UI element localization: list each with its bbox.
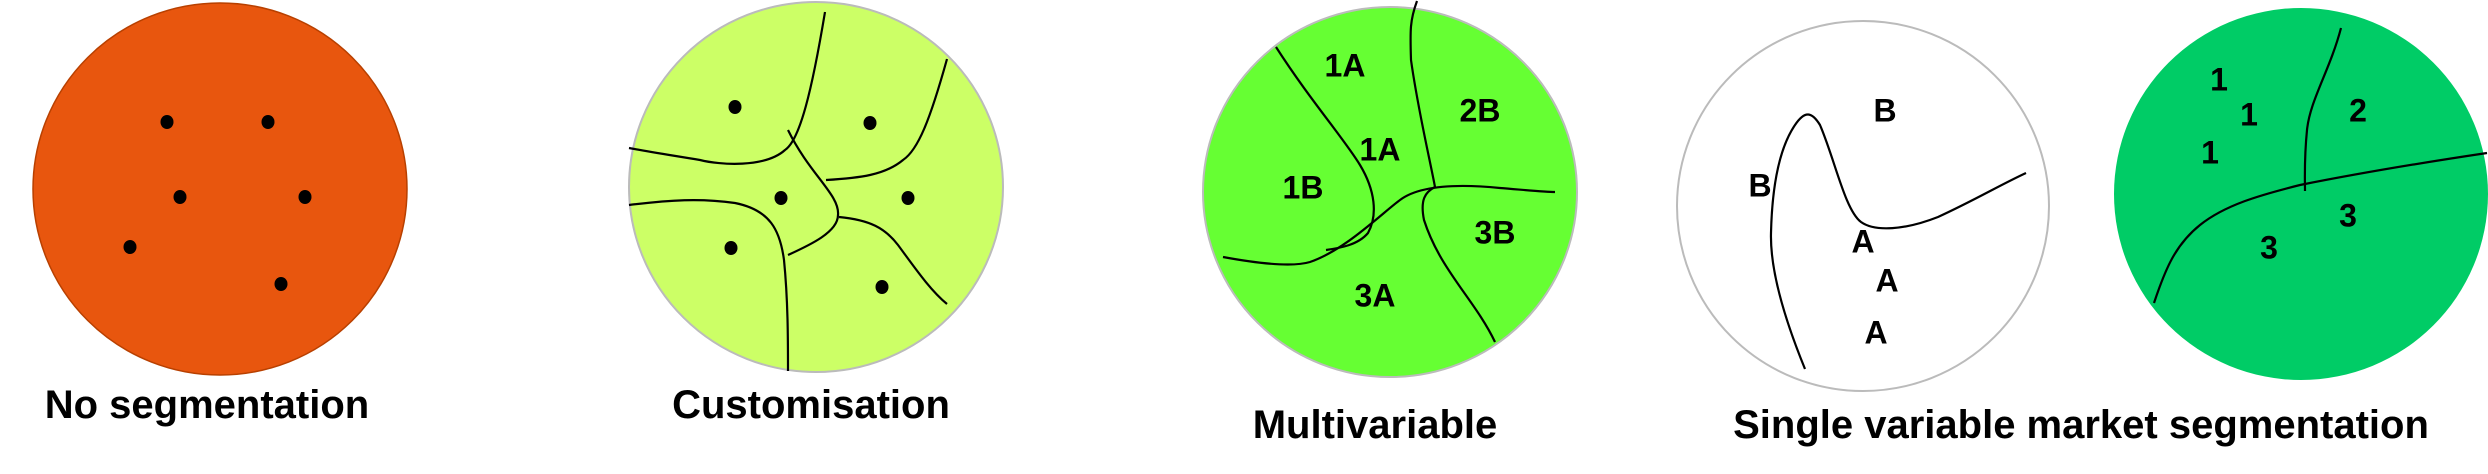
segment-boundary [1275,46,1375,252]
customer-dot [774,191,788,205]
segment-label: 3A [1355,277,1396,313]
customer-dots [724,100,915,294]
segment-label: A [1864,314,1887,350]
segment-label: B [1873,92,1896,128]
segment-label: A [1851,223,1874,259]
market-circle [32,2,408,376]
market-circle [628,1,1004,373]
customer-dots [123,115,312,291]
no-segmentation-panel: No segmentation [32,2,408,427]
customer-dot [875,280,889,294]
customer-dot [901,191,915,205]
customer-dot [863,116,877,130]
customer-dot [724,241,738,255]
panel-label: Multivariable [1253,403,1498,447]
segment-label: 3 [2260,229,2278,265]
customer-dot [261,115,275,129]
segment-boundary [1769,113,2027,370]
single-variable-panel: B B A A A 1 1 1 2 3 3 Single variable ma… [1676,8,2488,447]
segment-label: 1 [2240,96,2258,132]
customer-dot [274,277,288,291]
segment-label: A [1875,262,1898,298]
segment-label: 1A [1325,47,1366,83]
segment-boundary [1222,184,1556,266]
segment-boundary [628,11,827,165]
market-circle [1202,6,1578,378]
multivariable-panel: 1A 2B 1A 1B 3B 3A Multivariable [1202,0,1578,447]
customer-dot [123,240,137,254]
segment-boundary [787,129,840,257]
customer-dot [728,100,742,114]
panel-label: Customisation [672,383,950,427]
segment-boundary [825,58,949,182]
segment-boundary [628,199,790,372]
segment-label: 1 [2201,134,2219,170]
segment-label: 3 [2339,197,2357,233]
segment-label: B [1748,167,1771,203]
customisation-panel: Customisation [628,1,1004,427]
panel-label: Single variable market segmentation [1733,403,2429,447]
segment-label: 1B [1283,169,1324,205]
segment-label: 1A [1360,131,1401,167]
panel-label: No segmentation [45,383,369,427]
customer-dot [298,190,312,204]
segment-boundary [838,215,948,305]
segment-label: 1 [2210,61,2228,97]
segment-boundary [2303,27,2343,192]
customer-dot [173,190,187,204]
segment-label: 3B [1475,214,1516,250]
customer-dot [160,115,174,129]
market-circle-after [2114,8,2488,380]
segment-label: 2B [1460,92,1501,128]
segment-label: 2 [2349,92,2367,128]
market-circle-before [1676,20,2050,392]
segment-boundary [2152,151,2488,304]
